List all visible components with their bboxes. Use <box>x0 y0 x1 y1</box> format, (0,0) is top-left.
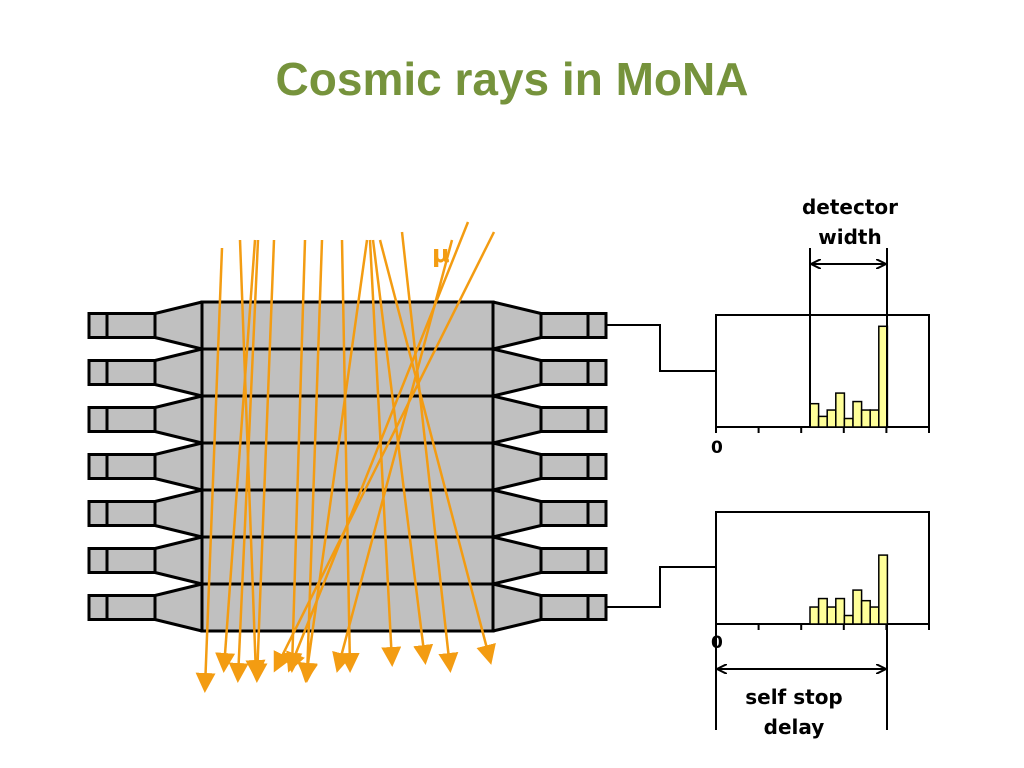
scintillator-bar <box>87 300 608 351</box>
pmt-cap-left <box>87 594 109 621</box>
light-guide-right <box>491 582 543 633</box>
muon-track <box>368 239 402 667</box>
muon-label: μ <box>432 240 450 268</box>
muon-track <box>339 239 360 673</box>
pmt-right <box>539 547 590 574</box>
pmt-right <box>539 406 590 433</box>
pmt-right <box>539 359 590 386</box>
pmt-left <box>105 500 157 527</box>
histogram-bin <box>869 409 880 428</box>
muon-track <box>371 239 434 665</box>
histogram-bin <box>835 597 846 625</box>
wire-top-bar <box>606 324 716 372</box>
light-guide-right <box>491 535 543 586</box>
light-guide-right <box>491 394 543 445</box>
light-guide-right <box>491 441 543 492</box>
histogram-bin <box>809 606 820 625</box>
histogram-ticks <box>715 427 930 433</box>
pmt-right <box>539 594 590 621</box>
light-guide-left <box>153 347 204 398</box>
histogram-bin <box>826 409 837 428</box>
histogram-bin <box>852 589 863 625</box>
pmt-left <box>105 312 157 339</box>
light-guide-left <box>153 394 204 445</box>
muon-track <box>400 231 459 673</box>
muon-track <box>282 239 307 673</box>
pmt-cap-left <box>87 547 109 574</box>
detector-width-annotation: detector width <box>802 195 898 427</box>
muon-track <box>215 239 257 673</box>
pmt-right <box>539 500 590 527</box>
slide-title: Cosmic rays in MoNA <box>275 53 749 105</box>
muon-track <box>332 239 454 673</box>
histogram-bin <box>878 554 889 625</box>
histogram-bin <box>843 614 854 625</box>
light-guide-left <box>153 582 204 633</box>
pmt-right <box>539 312 590 339</box>
pmt-left <box>105 547 157 574</box>
pmt-left <box>105 359 157 386</box>
histogram-bin <box>860 409 871 428</box>
muon-track <box>378 239 496 665</box>
pmt-cap-right <box>586 500 608 527</box>
light-guide-left <box>153 300 204 351</box>
pmt-left <box>105 406 157 433</box>
muon-track <box>297 239 324 683</box>
histogram-bin <box>817 597 828 625</box>
histogram-bin <box>852 400 863 428</box>
detector-width-label-line1: detector <box>802 195 898 219</box>
self-stop-delay-label-line1: self stop <box>745 685 843 709</box>
histogram-frame <box>715 314 930 428</box>
muon-track <box>228 239 260 683</box>
histogram-bin <box>817 415 828 428</box>
histogram-bin <box>809 402 820 428</box>
muon-track <box>195 247 224 693</box>
pmt-cap-right <box>586 406 608 433</box>
light-guide-right <box>491 347 543 398</box>
self-stop-delay-annotation: self stop delay <box>715 624 888 739</box>
pmt-cap-right <box>586 594 608 621</box>
light-guide-left <box>153 488 204 539</box>
scintillator-bar <box>87 394 608 445</box>
light-guide-left <box>153 441 204 492</box>
muon-tracks <box>195 221 496 693</box>
light-guide-left <box>153 535 204 586</box>
histogram-bin <box>835 392 846 428</box>
histogram-bin <box>869 606 880 625</box>
pmt-cap-right <box>586 312 608 339</box>
histogram-zero-label: 0 <box>711 438 723 458</box>
muon-track <box>286 221 470 673</box>
pmt-cap-left <box>87 406 109 433</box>
pmt-left <box>105 594 157 621</box>
muon-track <box>273 231 496 673</box>
wire-bottom-bar <box>606 566 716 608</box>
scintillator-body <box>200 300 495 351</box>
pmt-cap-left <box>87 453 109 480</box>
pmt-cap-left <box>87 359 109 386</box>
detector-width-label-line2: width <box>818 225 881 249</box>
pmt-left <box>105 453 157 480</box>
histogram-bin <box>843 417 854 428</box>
histogram-bin <box>826 606 837 625</box>
histogram-bin <box>860 599 871 625</box>
self-stop-delay-label-line2: delay <box>764 715 825 739</box>
pmt-cap-right <box>586 453 608 480</box>
pmt-cap-left <box>87 500 109 527</box>
light-guide-right <box>491 488 543 539</box>
pmt-right <box>539 453 590 480</box>
light-guide-right <box>491 300 543 351</box>
lower-histogram: 0 <box>711 511 930 653</box>
muon-track <box>247 239 276 683</box>
histogram-bars <box>809 554 889 625</box>
pmt-cap-left <box>87 312 109 339</box>
pmt-cap-right <box>586 547 608 574</box>
pmt-cap-right <box>586 359 608 386</box>
upper-histogram: 0 <box>711 314 930 458</box>
